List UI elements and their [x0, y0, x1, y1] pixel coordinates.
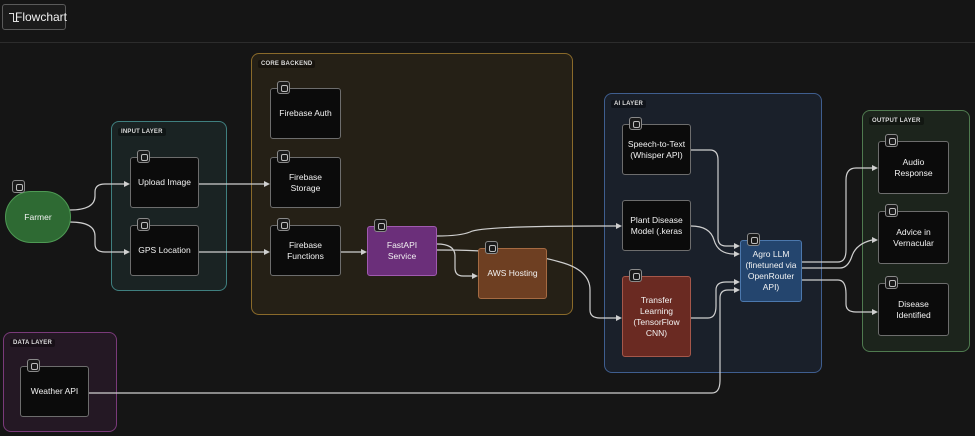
edge-fastapi-aws [436, 243, 472, 277]
activity-icon [885, 276, 898, 289]
edge-fastapi-plant [436, 225, 616, 237]
speech-to-text-node[interactable]: Speech-to-Text (Whisper API) [622, 117, 691, 175]
firebase-storage-node[interactable]: Firebase Storage [270, 150, 341, 208]
user-icon [12, 180, 25, 193]
disease-identified-node[interactable]: Disease Identified [878, 276, 949, 336]
bot-icon [747, 233, 760, 246]
image-icon [137, 150, 150, 163]
ai-layer-title: AI LAYER [611, 100, 647, 108]
gps-location-node[interactable]: GPS Location [130, 218, 199, 276]
advice-vernacular-node[interactable]: Advice in Vernacular [878, 204, 949, 264]
data-layer-title: DATA LAYER [10, 339, 56, 347]
weather-api-node[interactable]: Weather API [20, 359, 89, 417]
input-layer-title: INPUT LAYER [118, 128, 166, 136]
flowchart-tab[interactable]: Flowchart [2, 4, 68, 30]
flowchart-tab-label: Flowchart [15, 10, 68, 24]
core-backend-layer-title: CORE BACKEND [258, 60, 316, 68]
agro-llm-node[interactable]: Agro LLM (finetuned via OpenRouter API) [740, 233, 802, 302]
gps-location-label: GPS Location [138, 245, 191, 255]
edge-agro-disease [802, 279, 872, 313]
upload-image-node[interactable]: Upload Image [130, 150, 199, 208]
microphone-icon [629, 117, 642, 130]
lock-icon [277, 81, 290, 94]
firebase-auth-node[interactable]: Firebase Auth [270, 81, 341, 139]
weather-api-label: Weather API [30, 386, 79, 396]
database-icon [277, 150, 290, 163]
farmer-label: Farmer [24, 211, 52, 222]
firebase-storage-label: Firebase Storage [288, 171, 323, 193]
plant-disease-model-label: Plant Disease Model (.keras [630, 214, 683, 236]
speaker-icon [885, 134, 898, 147]
aws-hosting-label: AWS Hosting [487, 268, 538, 278]
chip-icon [629, 269, 642, 282]
farmer-node[interactable]: Farmer [5, 180, 71, 243]
upload-image-label: Upload Image [138, 177, 191, 187]
fastapi-service-node[interactable]: FastAPI Service [367, 219, 437, 276]
cloud-icon [485, 241, 498, 254]
transfer-learning-node[interactable]: Transfer Learning (TensorFlow CNN) [622, 269, 691, 357]
output-layer-title: OUTPUT LAYER [869, 117, 924, 125]
edge-speech-agro [691, 149, 734, 247]
cloud-sun-icon [27, 359, 40, 372]
firebase-auth-label: Firebase Auth [279, 108, 332, 118]
transfer-learning-label: Transfer Learning (TensorFlow CNN) [633, 294, 680, 338]
disease-identified-label: Disease Identified [896, 298, 931, 320]
plant-disease-model-node[interactable]: Plant Disease Model (.keras [622, 200, 691, 251]
location-pin-icon [137, 218, 150, 231]
firebase-functions-node[interactable]: Firebase Functions [270, 218, 341, 276]
speech-to-text-label: Speech-to-Text (Whisper API) [627, 138, 686, 160]
firebase-functions-label: Firebase Functions [287, 239, 324, 261]
edge-transfer-agro [691, 281, 734, 319]
advice-vernacular-label: Advice in Vernacular [893, 226, 934, 248]
fastapi-service-label: FastAPI Service [386, 240, 418, 261]
server-icon [374, 219, 387, 232]
agro-llm-label: Agro LLM (finetuned via OpenRouter API) [745, 249, 797, 292]
server-icon [277, 218, 290, 231]
edge-plant-agro [690, 225, 735, 255]
edge-agro-audio [802, 167, 872, 263]
edge-weather-agro [89, 289, 734, 394]
toolbar-divider [0, 42, 975, 43]
audio-response-label: Audio Response [894, 156, 933, 178]
edge-farmer-gps [69, 221, 124, 253]
audio-response-node[interactable]: Audio Response [878, 134, 949, 194]
edge-agro-advice [802, 239, 873, 269]
chat-bubble-icon [885, 204, 898, 217]
edge-farmer-upload [69, 183, 124, 211]
aws-hosting-node[interactable]: AWS Hosting [478, 241, 547, 299]
